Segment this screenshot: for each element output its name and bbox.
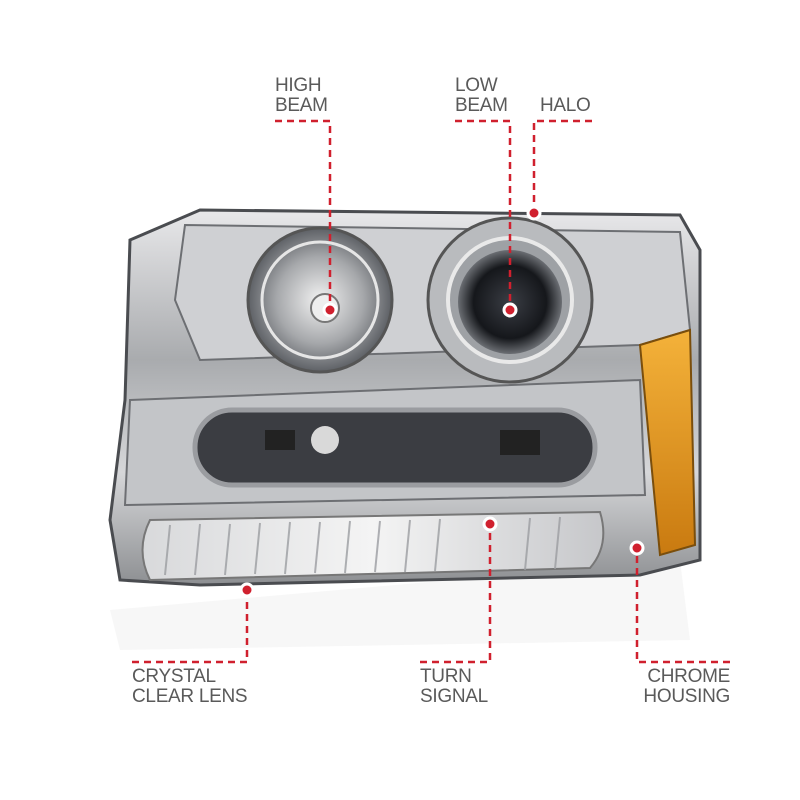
turn-line1: TURN [420, 666, 472, 687]
crystal-lens-dot [239, 582, 255, 598]
chrome-housing-leader [635, 553, 730, 664]
turn-signal-dot [482, 516, 498, 532]
low-beam-dot [502, 302, 518, 318]
crystal-clear-lens-label: CRYSTAL CLEAR LENS [132, 666, 248, 707]
turn-signal-leader [420, 529, 492, 664]
crystal-line2: CLEAR LENS [132, 686, 248, 707]
crystal-line1: CRYSTAL [132, 666, 216, 687]
high-beam-dot [322, 302, 338, 318]
low-beam-line1: LOW [455, 75, 498, 96]
chrome-line2: HOUSING [643, 686, 730, 707]
turn-line2: SIGNAL [420, 686, 488, 707]
fog-opening [192, 407, 598, 488]
halo-leader [532, 119, 592, 208]
halo-dot [526, 205, 542, 221]
chrome-housing-dot [629, 540, 645, 556]
crystal-clear-lens [141, 510, 605, 582]
low-beam-line2: BEAM [455, 95, 508, 116]
halo-label: HALO [540, 96, 591, 116]
halo-line1: HALO [540, 95, 591, 116]
amber-side-marker [638, 328, 697, 557]
high-beam-leader [275, 119, 332, 305]
high-beam-line1: HIGH [275, 75, 322, 96]
low-beam-label: LOW BEAM [455, 76, 508, 116]
high-beam-label: HIGH BEAM [275, 76, 328, 116]
low-beam-leader [455, 119, 512, 305]
turn-signal-label: TURN SIGNAL [420, 667, 488, 707]
crystal-lens-leader [132, 595, 249, 664]
high-beam-line2: BEAM [275, 95, 328, 116]
floor-reflection [110, 560, 690, 650]
chrome-line1: CHROME [647, 666, 730, 687]
chrome-housing-label: CHROME HOUSING [643, 667, 730, 707]
